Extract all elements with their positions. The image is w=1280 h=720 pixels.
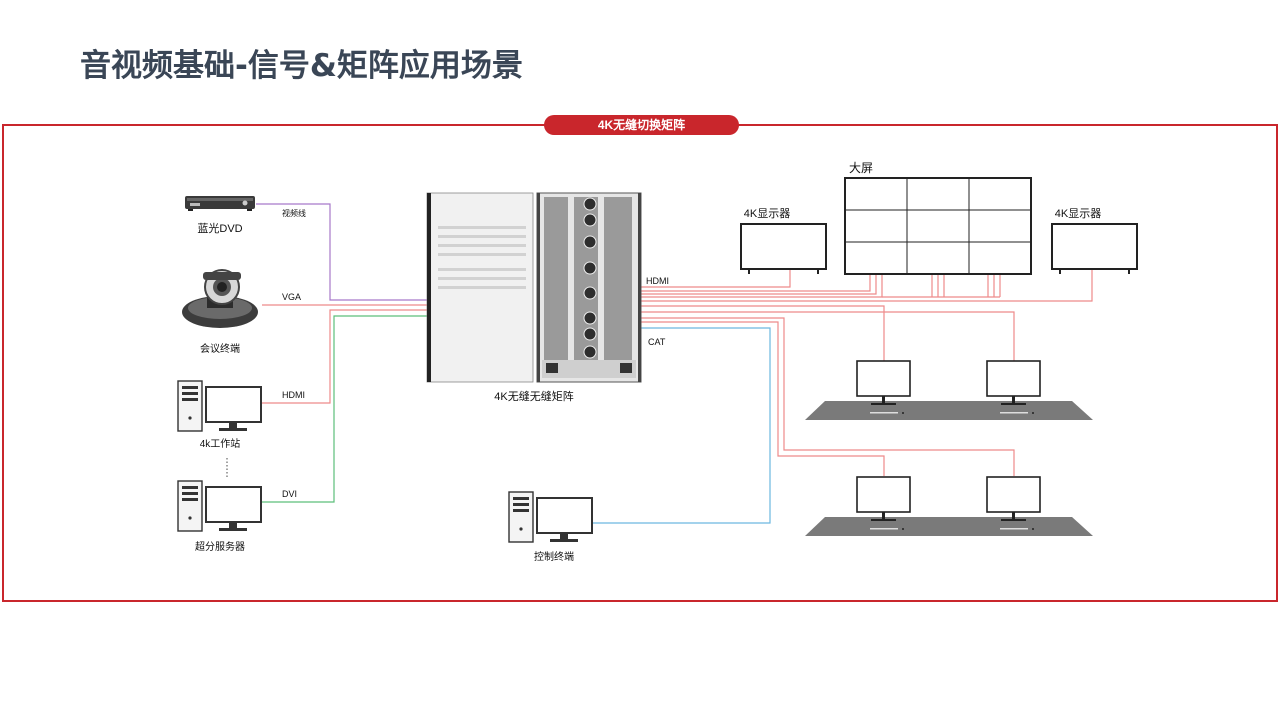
cable-label-video: 视频线 — [282, 208, 306, 218]
cable-out-desk2-b — [640, 321, 885, 476]
source-label-conference: 会议终端 — [200, 342, 240, 355]
matrix-fans — [583, 197, 597, 359]
frame-badge: 4K无缝切换矩阵 — [544, 115, 739, 135]
bluray-dvd-device — [185, 196, 255, 211]
matrix-front-label-rows — [438, 226, 526, 289]
page-title: 音视频基础-信号&矩阵应用场景 — [80, 48, 523, 84]
connection-lines — [256, 203, 1093, 524]
matrix-label: 4K无缝无缝矩阵 — [494, 389, 573, 403]
cable-out-desk2-a — [640, 317, 1015, 476]
desk-row-1 — [805, 360, 1093, 420]
cable-out-wall-1 — [640, 275, 871, 292]
matrix-out-hdmi-label: HDMI — [646, 276, 669, 286]
cable-label-dvi: DVI — [282, 489, 297, 499]
monitor-right — [1051, 223, 1138, 274]
desk-row-2 — [805, 476, 1093, 536]
cable-label-hdmi: HDMI — [282, 390, 305, 400]
matrix-out-cat-label: CAT — [648, 337, 666, 347]
cable-out-monitor-right — [640, 270, 1093, 302]
source-label-workstation: 4k工作站 — [200, 437, 241, 450]
monitor-left — [740, 223, 827, 274]
cable-out-wall-2 — [640, 275, 877, 295]
cable-out-desk1-b — [640, 311, 1015, 361]
source-label-server: 超分服务器 — [195, 540, 245, 553]
matrix-port-columns — [544, 197, 632, 372]
workstation-computer — [177, 380, 262, 432]
monitor-right-label: 4K显示器 — [1055, 207, 1101, 220]
videowall-label: 大屏 — [849, 161, 873, 175]
cable-label-vga: VGA — [282, 292, 301, 302]
cable-dvi — [262, 315, 427, 503]
server-computer — [177, 480, 262, 532]
cable-cat-control — [592, 327, 771, 524]
control-terminal-label: 控制终端 — [534, 550, 574, 563]
source-label-dvd: 蓝光DVD — [197, 221, 242, 235]
cable-out-desk1-a — [640, 305, 885, 361]
matrix-device — [426, 192, 642, 383]
cable-hdmi-workstation — [262, 309, 427, 404]
control-terminal-computer — [508, 491, 593, 543]
conference-camera-device — [182, 269, 258, 328]
cable-out-monitor-left — [640, 270, 791, 288]
videowall — [844, 177, 1032, 275]
monitor-left-label: 4K显示器 — [744, 207, 790, 220]
cable-video-dvd — [256, 203, 427, 301]
